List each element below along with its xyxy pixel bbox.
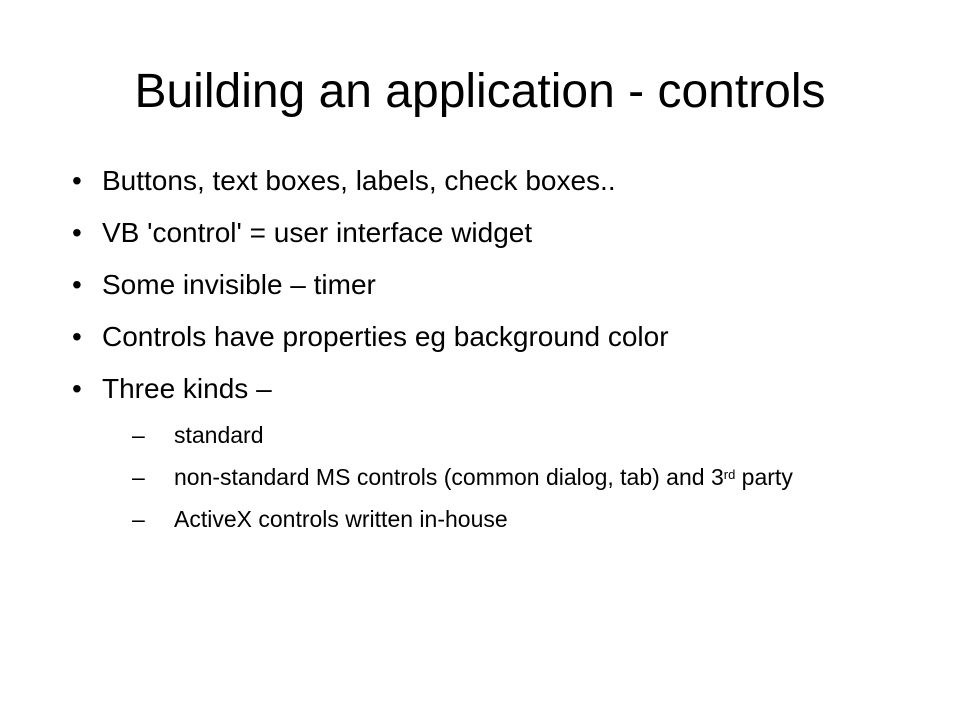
bullet-item: • Some invisible – timer (72, 266, 872, 304)
sub-bullet-marker: – (132, 506, 145, 532)
sub-bullet-marker: – (132, 422, 145, 448)
bullet-marker: • (72, 373, 82, 404)
bullet-item: • Controls have properties eg background… (72, 318, 872, 356)
bullet-marker: • (72, 269, 82, 300)
bullet-text: VB 'control' = user interface widget (102, 217, 533, 248)
sub-bullet-text: ActiveX controls written in-house (174, 506, 508, 532)
sub-bullet-item: – ActiveX controls written in-house (132, 504, 872, 534)
bullet-list: • Buttons, text boxes, labels, check box… (72, 162, 872, 548)
bullet-item: • VB 'control' = user interface widget (72, 214, 872, 252)
sub-bullet-marker: – (132, 464, 145, 490)
sub-bullet-text: standard (174, 422, 264, 448)
sub-bullet-text-main: non-standard MS controls (common dialog,… (174, 464, 724, 490)
sub-bullet-item: – standard (132, 420, 872, 450)
sub-bullet-text-tail: party (735, 464, 793, 490)
bullet-text: Buttons, text boxes, labels, check boxes… (102, 165, 616, 196)
bullet-marker: • (72, 217, 82, 248)
bullet-marker: • (72, 165, 82, 196)
ordinal-superscript: rd (723, 467, 736, 482)
bullet-text: Controls have properties eg background c… (102, 321, 669, 352)
sub-bullet-text: non-standard MS controls (common dialog,… (174, 464, 793, 490)
bullet-text: Some invisible – timer (102, 269, 376, 300)
bullet-text: Three kinds – (102, 373, 272, 404)
bullet-item: • Buttons, text boxes, labels, check box… (72, 162, 872, 200)
sub-bullet-item: – non-standard MS controls (common dialo… (132, 462, 872, 492)
slide-title: Building an application - controls (134, 65, 826, 118)
bullet-marker: • (72, 321, 82, 352)
sub-bullet-list: – standard – non-standard MS controls (c… (102, 420, 872, 534)
bullet-item: • Three kinds – – standard – non-standar… (72, 370, 872, 534)
